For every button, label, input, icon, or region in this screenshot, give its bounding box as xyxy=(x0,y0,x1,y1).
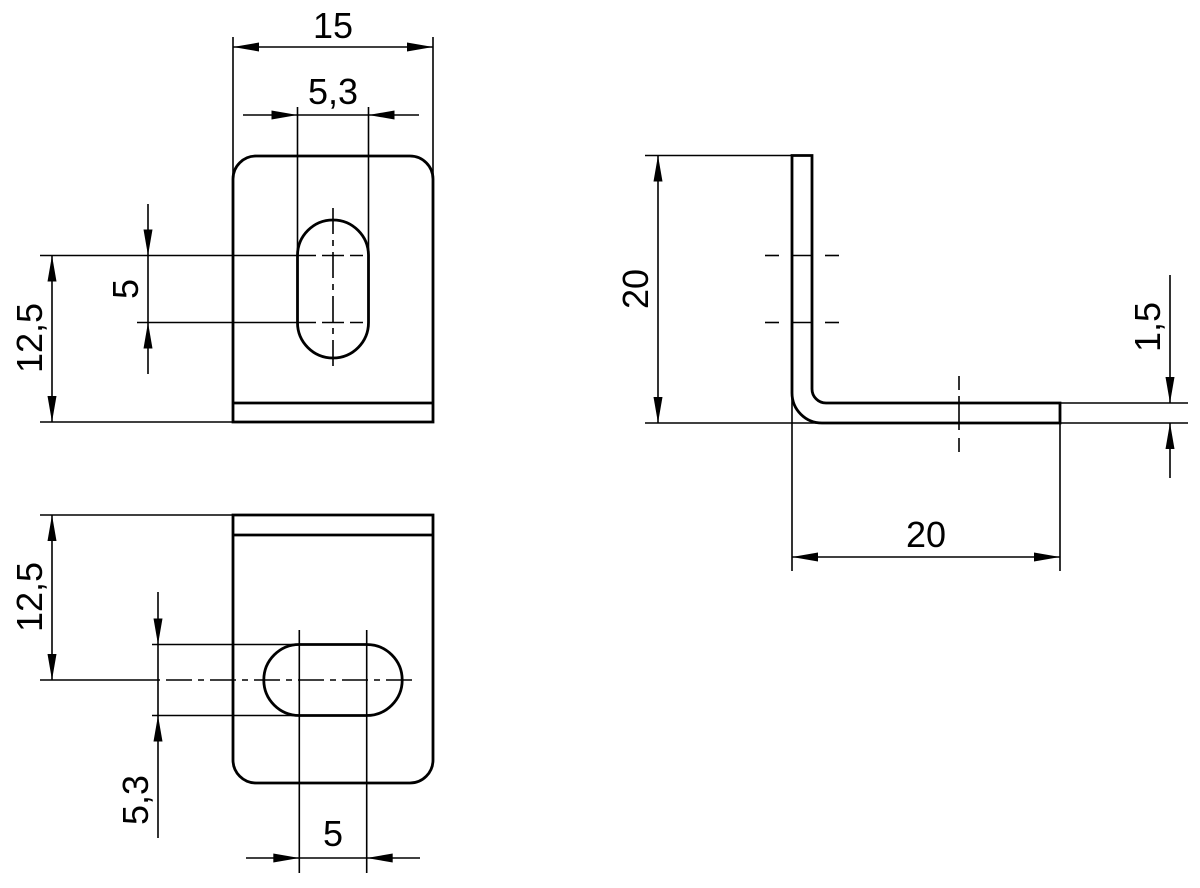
arrowhead xyxy=(407,42,433,52)
dimension-side-leg-height: 20 xyxy=(615,154,830,424)
dimension-front-overall-width: 15 xyxy=(232,5,434,180)
arrowhead xyxy=(143,322,153,349)
arrowhead xyxy=(1165,423,1175,449)
dimension-label: 1,5 xyxy=(1127,302,1168,352)
arrowhead xyxy=(653,155,663,182)
dimension-label: 5,3 xyxy=(308,71,358,112)
arrowhead xyxy=(47,515,57,541)
dimension-label: 12,5 xyxy=(9,303,50,373)
arrowhead xyxy=(273,853,300,863)
dimension-bottom-hole-offset: 12,5 xyxy=(9,514,233,681)
arrowhead xyxy=(653,397,663,423)
dimension-bottom-slot-width: 5,3 xyxy=(115,592,300,838)
dimension-front-slot-width: 5,3 xyxy=(243,71,419,256)
arrowhead xyxy=(366,853,393,863)
dimension-side-thickness: 1,5 xyxy=(1060,275,1188,478)
front-view xyxy=(231,154,435,424)
dimension-label: 20 xyxy=(906,514,946,555)
arrowhead xyxy=(47,396,57,422)
arrowhead xyxy=(233,42,259,52)
dimension-side-leg-length: 20 xyxy=(791,390,1061,571)
dimension-label: 5 xyxy=(105,279,146,299)
arrowhead xyxy=(47,255,57,282)
arrowhead xyxy=(143,229,153,256)
dimension-label: 15 xyxy=(313,5,353,46)
dimension-front-hole-center-spacing: 5 xyxy=(40,204,303,374)
dimension-label: 5 xyxy=(323,813,343,854)
arrowhead xyxy=(153,715,163,742)
side-view xyxy=(765,154,1062,452)
dimension-label: 5,3 xyxy=(115,775,156,825)
arrowhead xyxy=(792,552,818,562)
part-outline xyxy=(231,154,435,424)
arrowhead xyxy=(368,110,395,120)
dimension-label: 12,5 xyxy=(9,562,50,632)
arrowhead xyxy=(47,654,57,680)
part-outline xyxy=(231,513,435,785)
arrowhead xyxy=(1034,552,1060,562)
part-outline xyxy=(790,154,1062,425)
bottom-view xyxy=(166,513,435,873)
arrowhead xyxy=(153,618,163,645)
dimension-front-hole-offset: 12,5 xyxy=(9,255,233,423)
arrowhead xyxy=(1165,377,1175,403)
dimension-label: 20 xyxy=(615,269,656,309)
arrowhead xyxy=(271,110,298,120)
dimension-bottom-hole-center-spacing: 5 xyxy=(246,813,420,863)
